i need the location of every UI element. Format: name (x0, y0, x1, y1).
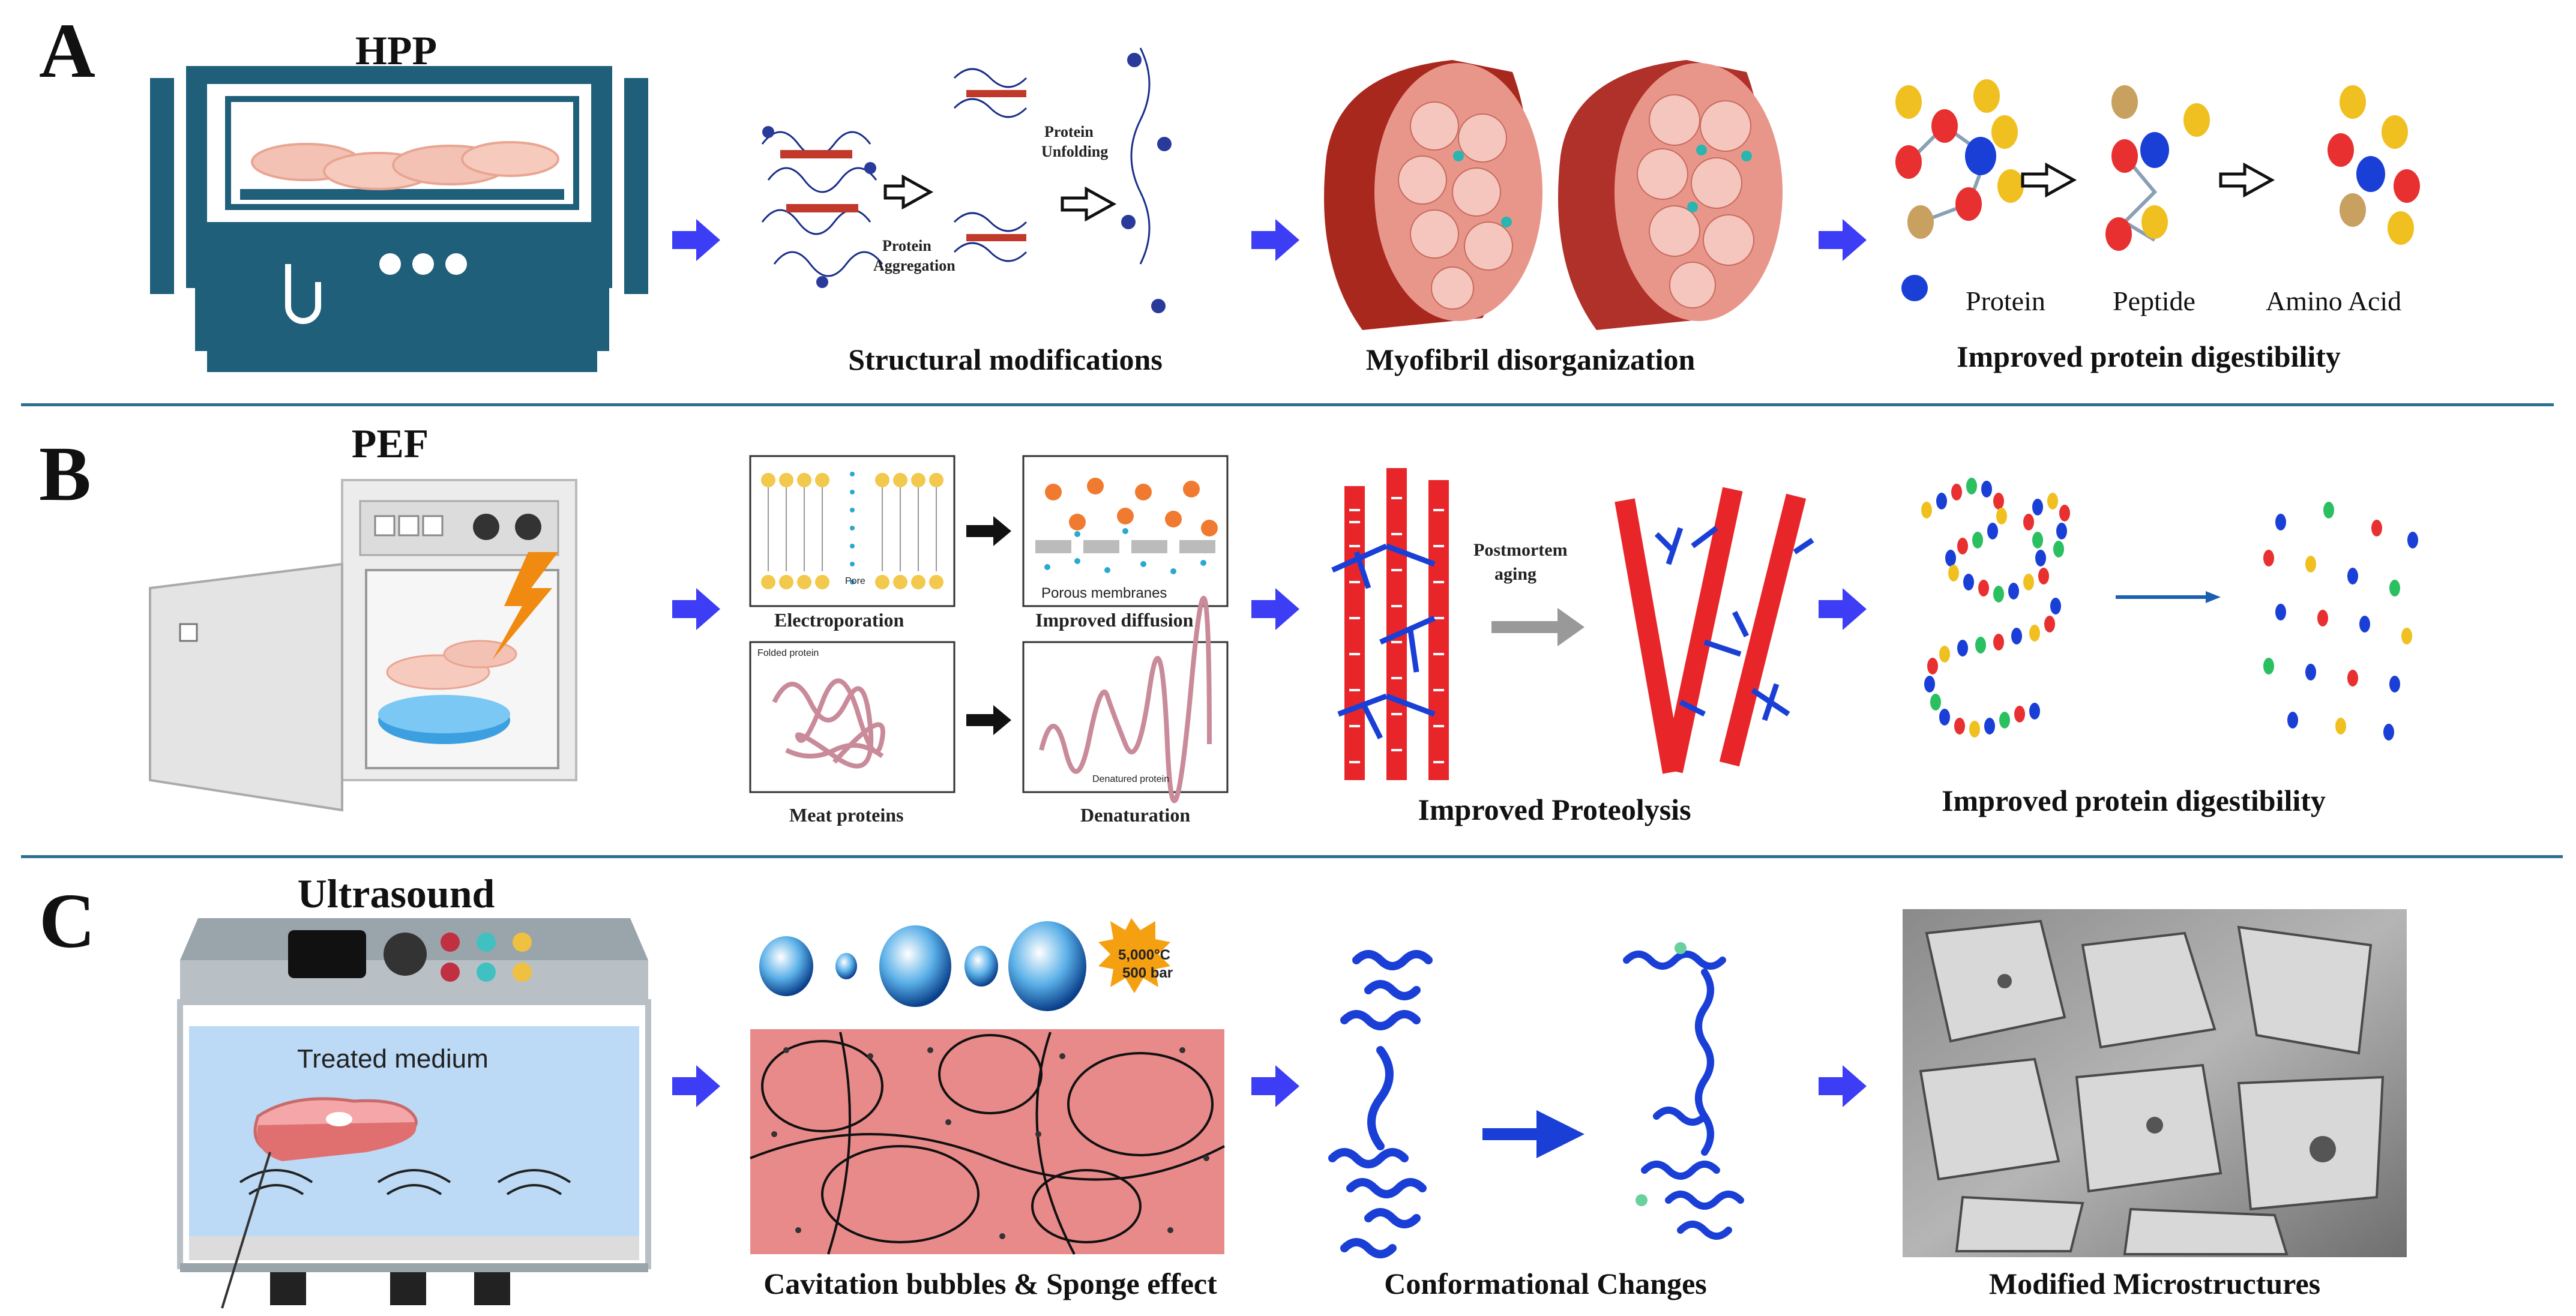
pore-label: Pore (845, 576, 865, 586)
separator-ab (21, 403, 2554, 406)
unfolding-label-2: Unfolding (1041, 143, 1109, 160)
panel-c-letter: C (39, 878, 95, 964)
legend-amino-acid: Amino Acid (2266, 286, 2402, 316)
electroporation-label: Electroporation (774, 609, 904, 631)
improved-diffusion-label: Improved diffusion (1035, 609, 1194, 631)
flow-arrow-b2 (1251, 588, 1299, 630)
legend-protein: Protein (1966, 286, 2045, 316)
pef-label: PEF (351, 421, 429, 466)
flow-arrow-a1 (672, 219, 720, 261)
caption-modified-microstructures: Modified Microstructures (1988, 1267, 2321, 1300)
ultrasound-label: Ultrasound (297, 871, 495, 916)
hpp-label: HPP (355, 28, 437, 73)
digestion-illustration (1895, 79, 2420, 301)
panel-b-letter: B (39, 431, 91, 517)
treated-medium-label: Treated medium (297, 1044, 489, 1074)
burst-temperature: 5,000°C (1118, 947, 1170, 963)
peptide-chain-illustration (1921, 478, 2418, 741)
aging-label: aging (1494, 564, 1537, 584)
denatured-protein-label: Denatured protein (1092, 774, 1170, 784)
flow-arrow-b3 (1819, 588, 1867, 630)
electroporation-box (749, 455, 955, 607)
flow-arrow-c1 (672, 1065, 720, 1107)
meat-proteins-box (749, 641, 955, 793)
caption-improved-protein-digestibility-b: Improved protein digestibility (1942, 784, 2326, 817)
conformational-change-illustration (1328, 942, 1744, 1258)
protein-structure-illustration (761, 47, 1172, 313)
aggregation-label-2: Aggregation (873, 257, 955, 274)
unfolding-label-1: Protein (1044, 123, 1094, 140)
flow-arrow-b1 (672, 588, 720, 630)
proteolysis-illustration (1331, 468, 1814, 780)
flow-arrow-c3 (1819, 1065, 1867, 1107)
legend-peptide: Peptide (2113, 286, 2195, 316)
porous-membranes-box (1022, 455, 1229, 607)
caption-improved-protein-digestibility-a: Improved protein digestibility (1957, 340, 2341, 373)
caption-myofibril-disorganization: Myofibril disorganization (1365, 343, 1696, 376)
flow-arrow-a3 (1819, 219, 1867, 261)
aggregation-label-1: Protein (882, 237, 931, 254)
ultrasound-bath-illustration (177, 918, 651, 1309)
caption-structural-modifications: Structural modifications (848, 343, 1163, 376)
denaturation-box (1022, 595, 1229, 804)
cavitation-illustration (750, 918, 1225, 1255)
sem-micrograph (1903, 909, 2407, 1257)
pef-chamber-illustration (149, 479, 577, 812)
caption-conformational-changes: Conformational Changes (1384, 1267, 1707, 1300)
porous-membranes-label: Porous membranes (1041, 585, 1167, 601)
caption-improved-proteolysis: Improved Proteolysis (1418, 793, 1691, 826)
mechanism-arrow-1 (966, 516, 1011, 546)
mechanism-arrow-2 (966, 705, 1011, 735)
meat-proteins-label: Meat proteins (789, 804, 904, 826)
denaturation-label: Denaturation (1080, 804, 1191, 826)
postmortem-label: Postmortem (1473, 540, 1568, 560)
caption-cavitation: Cavitation bubbles & Sponge effect (763, 1267, 1217, 1300)
myofibril-illustration (1324, 60, 1783, 330)
folded-protein-label: Folded protein (757, 648, 819, 658)
flow-arrow-a2 (1251, 219, 1299, 261)
flow-arrow-c2 (1251, 1065, 1299, 1107)
separator-bc (21, 855, 2563, 858)
panel-a-letter: A (39, 8, 95, 94)
hpp-machine-illustration (150, 66, 648, 372)
burst-pressure: 500 bar (1122, 965, 1173, 981)
